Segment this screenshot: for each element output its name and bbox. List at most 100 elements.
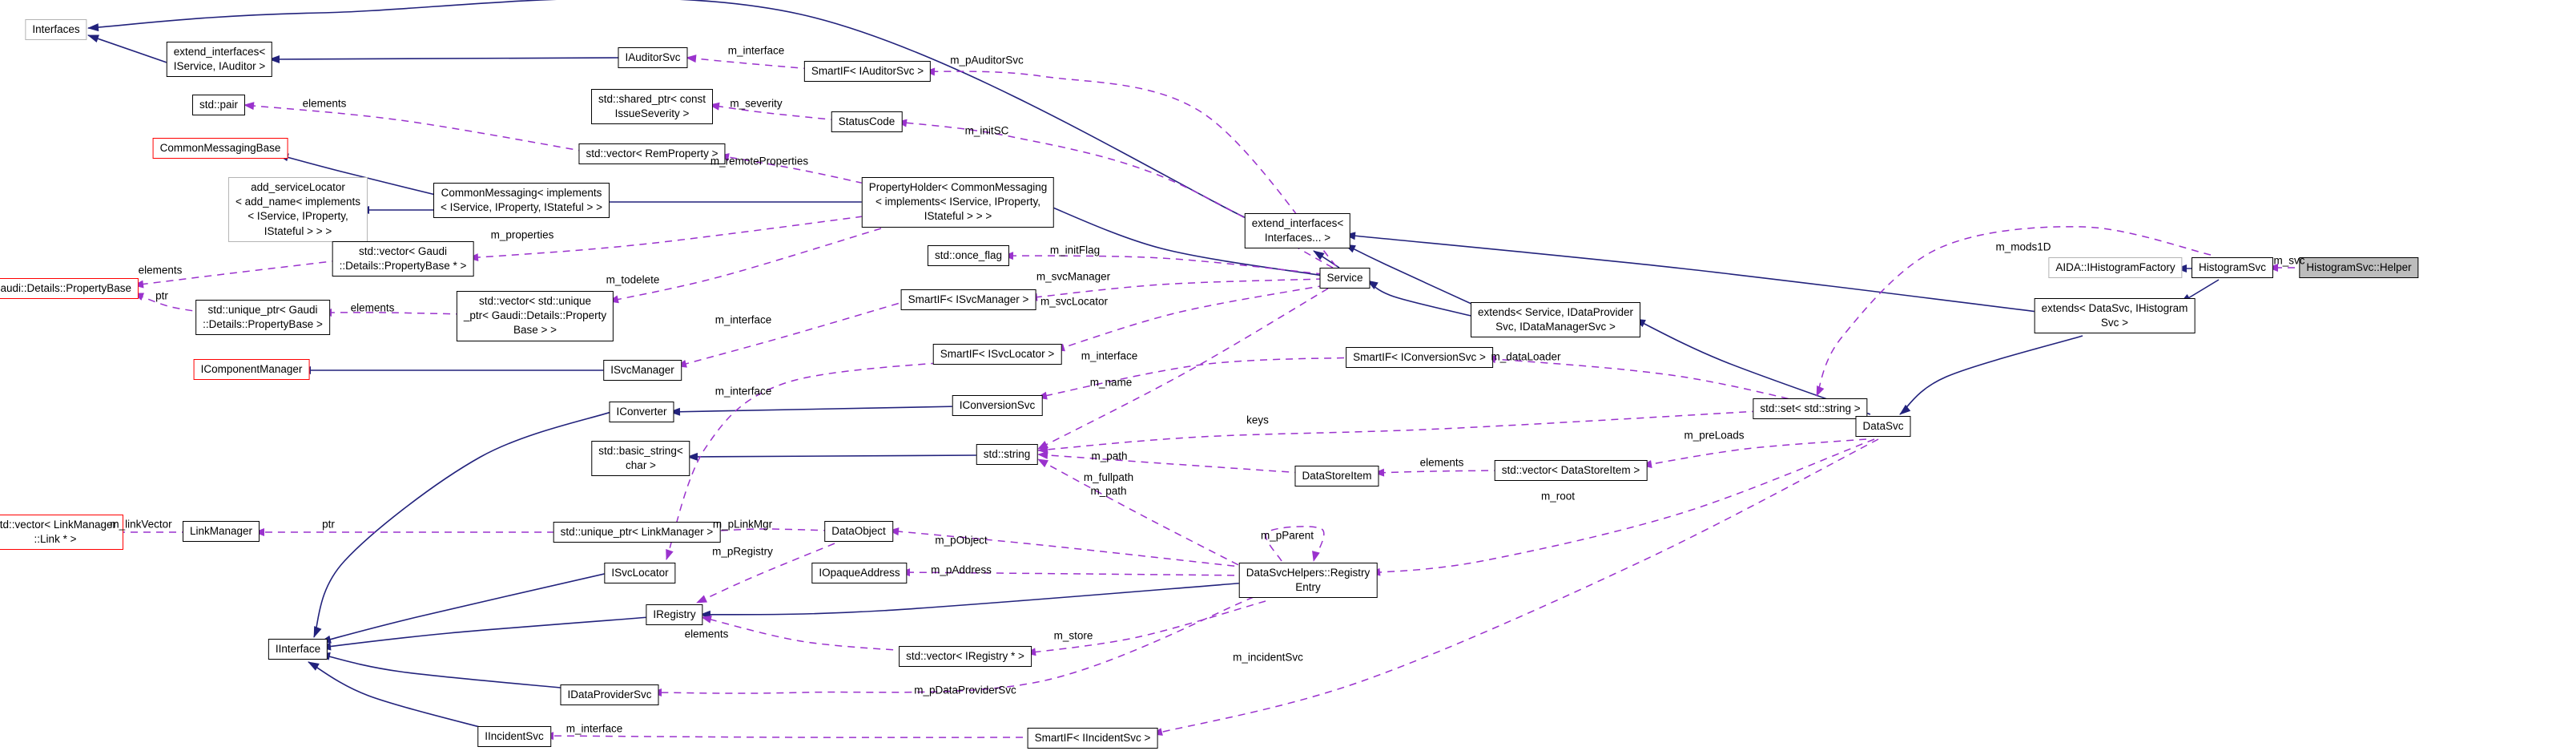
edge-extends-datasvc-ihistogramsvc-to-datasvc	[1899, 335, 2083, 415]
edge-vector-unique-ptr-propertybase-to-unique-ptr-propertybase	[321, 308, 464, 317]
edge-label-m_incidentSvc: m_incidentSvc	[1233, 651, 1303, 664]
node-std-once-flag[interactable]: std::once_flag	[927, 245, 1010, 267]
node-histogramsvc-helper: HistogramSvc::Helper	[2299, 257, 2419, 279]
edge-label-m_mods1D: m_mods1D	[1995, 240, 2051, 253]
node-iincidentsvc[interactable]: IIncidentSvc	[477, 726, 551, 748]
node-vector-unique-ptr-propertybase[interactable]: std::vector< std::unique _ptr< Gaudi::De…	[456, 291, 614, 341]
node-vector-datastoreitem[interactable]: std::vector< DataStoreItem >	[1494, 460, 1648, 482]
node-smartif-isvcmanager[interactable]: SmartIF< ISvcManager >	[900, 289, 1036, 311]
node-iregistry[interactable]: IRegistry	[646, 604, 703, 626]
node-extend-interfaces-iservice-iauditor[interactable]: extend_interfaces< IService, IAuditor >	[166, 42, 273, 78]
edge-label-m_pParent: m_pParent	[1260, 529, 1314, 542]
node-histogramsvc[interactable]: HistogramSvc	[2191, 257, 2274, 279]
edge-commonmessaging-to-commonmessagingbase	[277, 153, 446, 198]
node-statuscode[interactable]: StatusCode	[831, 111, 903, 133]
edge-label-m_remoteProperties: m_remoteProperties	[710, 155, 809, 168]
edge-datasvc-to-vector-datastoreitem	[1641, 438, 1867, 469]
edge-label-m_dataLoader: m_dataLoader	[1491, 350, 1561, 363]
edge-datasvc-to-smartif-iincidentsvc	[1152, 438, 1879, 736]
edge-label-elements: elements	[1419, 456, 1464, 469]
edge-datasvchelpers-registryentry-to-datasvchelpers-registryentry	[1265, 526, 1325, 562]
node-std-basic-string[interactable]: std::basic_string< char >	[591, 441, 690, 477]
node-commonmessaging[interactable]: CommonMessaging< implements < IService, …	[433, 183, 610, 219]
edge-isvclocator-to-iinterface	[320, 571, 612, 644]
node-smartif-iincidentsvc[interactable]: SmartIF< IIncidentSvc >	[1027, 728, 1158, 749]
node-dataobject[interactable]: DataObject	[824, 521, 893, 543]
node-extends-datasvc-ihistogramsvc[interactable]: extends< DataSvc, IHistogram Svc >	[2034, 298, 2196, 334]
edge-std-string-to-std-basic-string	[686, 452, 979, 461]
node-iauditorsvc[interactable]: IAuditorSvc	[618, 47, 688, 69]
node-interfaces[interactable]: Interfaces	[25, 19, 87, 41]
node-propertyholder[interactable]: PropertyHolder< CommonMessaging < implem…	[861, 177, 1055, 228]
edge-datasvchelpers-registryentry-to-std-string	[1037, 458, 1250, 571]
edge-label-m_interface: m_interface	[727, 44, 785, 57]
edge-smartif-isvclocator-to-isvclocator	[666, 360, 964, 560]
edge-extends-datasvc-ihistogramsvc-to-extend-interfaces-variadic	[1344, 232, 2045, 313]
node-isvclocator[interactable]: ISvcLocator	[604, 563, 676, 584]
edge-statuscode-to-shared-ptr-issueseverity	[709, 102, 839, 121]
edge-label-m_interface: m_interface	[714, 313, 772, 326]
node-service[interactable]: Service	[1319, 268, 1371, 289]
edge-smartif-iconversionsvc-to-iconversionsvc	[1036, 357, 1358, 400]
node-std-pair[interactable]: std::pair	[191, 95, 246, 116]
edge-label-m_name: m_name	[1089, 376, 1133, 389]
node-gaudi-details-propertybase[interactable]: Gaudi::Details::PropertyBase	[0, 278, 139, 300]
node-smartif-iauditorsvc[interactable]: SmartIF< IAuditorSvc >	[803, 61, 932, 83]
node-vector-propertybase-ptr[interactable]: std::vector< Gaudi ::Details::PropertyBa…	[332, 241, 474, 277]
edge-vector-propertybase-ptr-to-gaudi-details-propertybase	[133, 260, 340, 289]
node-vector-remproperty[interactable]: std::vector< RemProperty >	[578, 143, 726, 165]
edge-label-keys: keys	[1246, 414, 1269, 426]
edge-vector-iregistry-to-iregistry	[701, 615, 907, 652]
edge-smartif-iauditorsvc-to-iauditorsvc	[686, 55, 811, 70]
node-add-servicelocator[interactable]: add_serviceLocator < add_name< implement…	[227, 177, 368, 242]
edge-label-m_pAddress: m_pAddress	[931, 563, 992, 576]
node-vector-linkmanager-link[interactable]: std::vector< LinkManager ::Link * >	[0, 515, 123, 551]
edge-label-elements: elements	[138, 264, 183, 277]
edge-smartif-isvcmanager-to-isvcmanager	[676, 299, 912, 368]
edge-label-m_properties: m_properties	[490, 228, 554, 241]
edge-service-to-smartif-isvclocator	[1054, 285, 1326, 352]
node-datasvc[interactable]: DataSvc	[1855, 416, 1911, 438]
node-commonmessagingbase[interactable]: CommonMessagingBase	[152, 138, 288, 159]
node-extends-service-idataprovidersvc[interactable]: extends< Service, IDataProvider Svc, IDa…	[1471, 302, 1640, 338]
node-icomponentmanager[interactable]: IComponentManager	[193, 359, 310, 381]
edge-extend-interfaces-variadic-to-interfaces	[87, 0, 1254, 222]
edge-service-to-propertyholder	[1040, 202, 1324, 277]
node-iinterface[interactable]: IInterface	[268, 639, 328, 660]
node-isvcmanager[interactable]: ISvcManager	[603, 360, 682, 382]
node-extend-interfaces-variadic[interactable]: extend_interfaces< Interfaces... >	[1244, 213, 1351, 249]
node-idataprovidersvc[interactable]: IDataProviderSvc	[560, 684, 659, 706]
node-shared-ptr-issueseverity[interactable]: std::shared_ptr< const IssueSeverity >	[591, 89, 713, 125]
edge-label-elements: elements	[302, 97, 347, 110]
edge-label-m_pLinkMgr: m_pLinkMgr	[712, 518, 773, 531]
edge-datasvchelpers-registryentry-to-vector-iregistry	[1025, 600, 1266, 656]
node-datasvchelpers-registryentry[interactable]: DataSvcHelpers::Registry Entry	[1238, 563, 1378, 599]
edge-datasvchelpers-registryentry-to-iopaqueaddress	[900, 568, 1248, 577]
edge-label-m_pRegistry: m_pRegistry	[712, 545, 773, 558]
node-std-string[interactable]: std::string	[976, 444, 1038, 466]
edge-vector-datastoreitem-to-datastoreitem	[1374, 468, 1502, 477]
node-unique-ptr-linkmanager[interactable]: std::unique_ptr< LinkManager >	[553, 522, 721, 543]
node-iconversionsvc[interactable]: IConversionSvc	[952, 395, 1043, 417]
node-iopaqueaddress[interactable]: IOpaqueAddress	[811, 563, 908, 584]
node-datastoreitem[interactable]: DataStoreItem	[1294, 466, 1379, 487]
edge-dataobject-to-unique-ptr-linkmanager	[707, 527, 831, 535]
edge-label-m_svc: m_svc	[2273, 254, 2305, 267]
node-linkmanager[interactable]: LinkManager	[182, 521, 260, 543]
node-iconverter[interactable]: IConverter	[609, 402, 674, 423]
edge-label-m_store: m_store	[1053, 629, 1093, 642]
node-unique-ptr-propertybase[interactable]: std::unique_ptr< Gaudi ::Details::Proper…	[195, 300, 330, 336]
node-aida-ihistogramfactory[interactable]: AIDA::IHistogramFactory	[2048, 257, 2183, 279]
edge-label-m_preLoads: m_preLoads	[1684, 429, 1745, 442]
edge-label-m_severity: m_severity	[730, 97, 783, 110]
edge-label-m_interface: m_interface	[566, 722, 623, 735]
node-vector-iregistry[interactable]: std::vector< IRegistry * >	[899, 646, 1032, 668]
node-smartif-iconversionsvc[interactable]: SmartIF< IConversionSvc >	[1346, 347, 1493, 369]
edge-label-elements: elements	[684, 628, 729, 640]
node-std-set-string[interactable]: std::set< std::string >	[1753, 398, 1868, 420]
edge-propertyholder-to-vector-remproperty	[718, 153, 876, 187]
node-smartif-isvclocator[interactable]: SmartIF< ISvcLocator >	[932, 344, 1062, 365]
edge-service-to-std-once-flag	[1003, 252, 1324, 275]
